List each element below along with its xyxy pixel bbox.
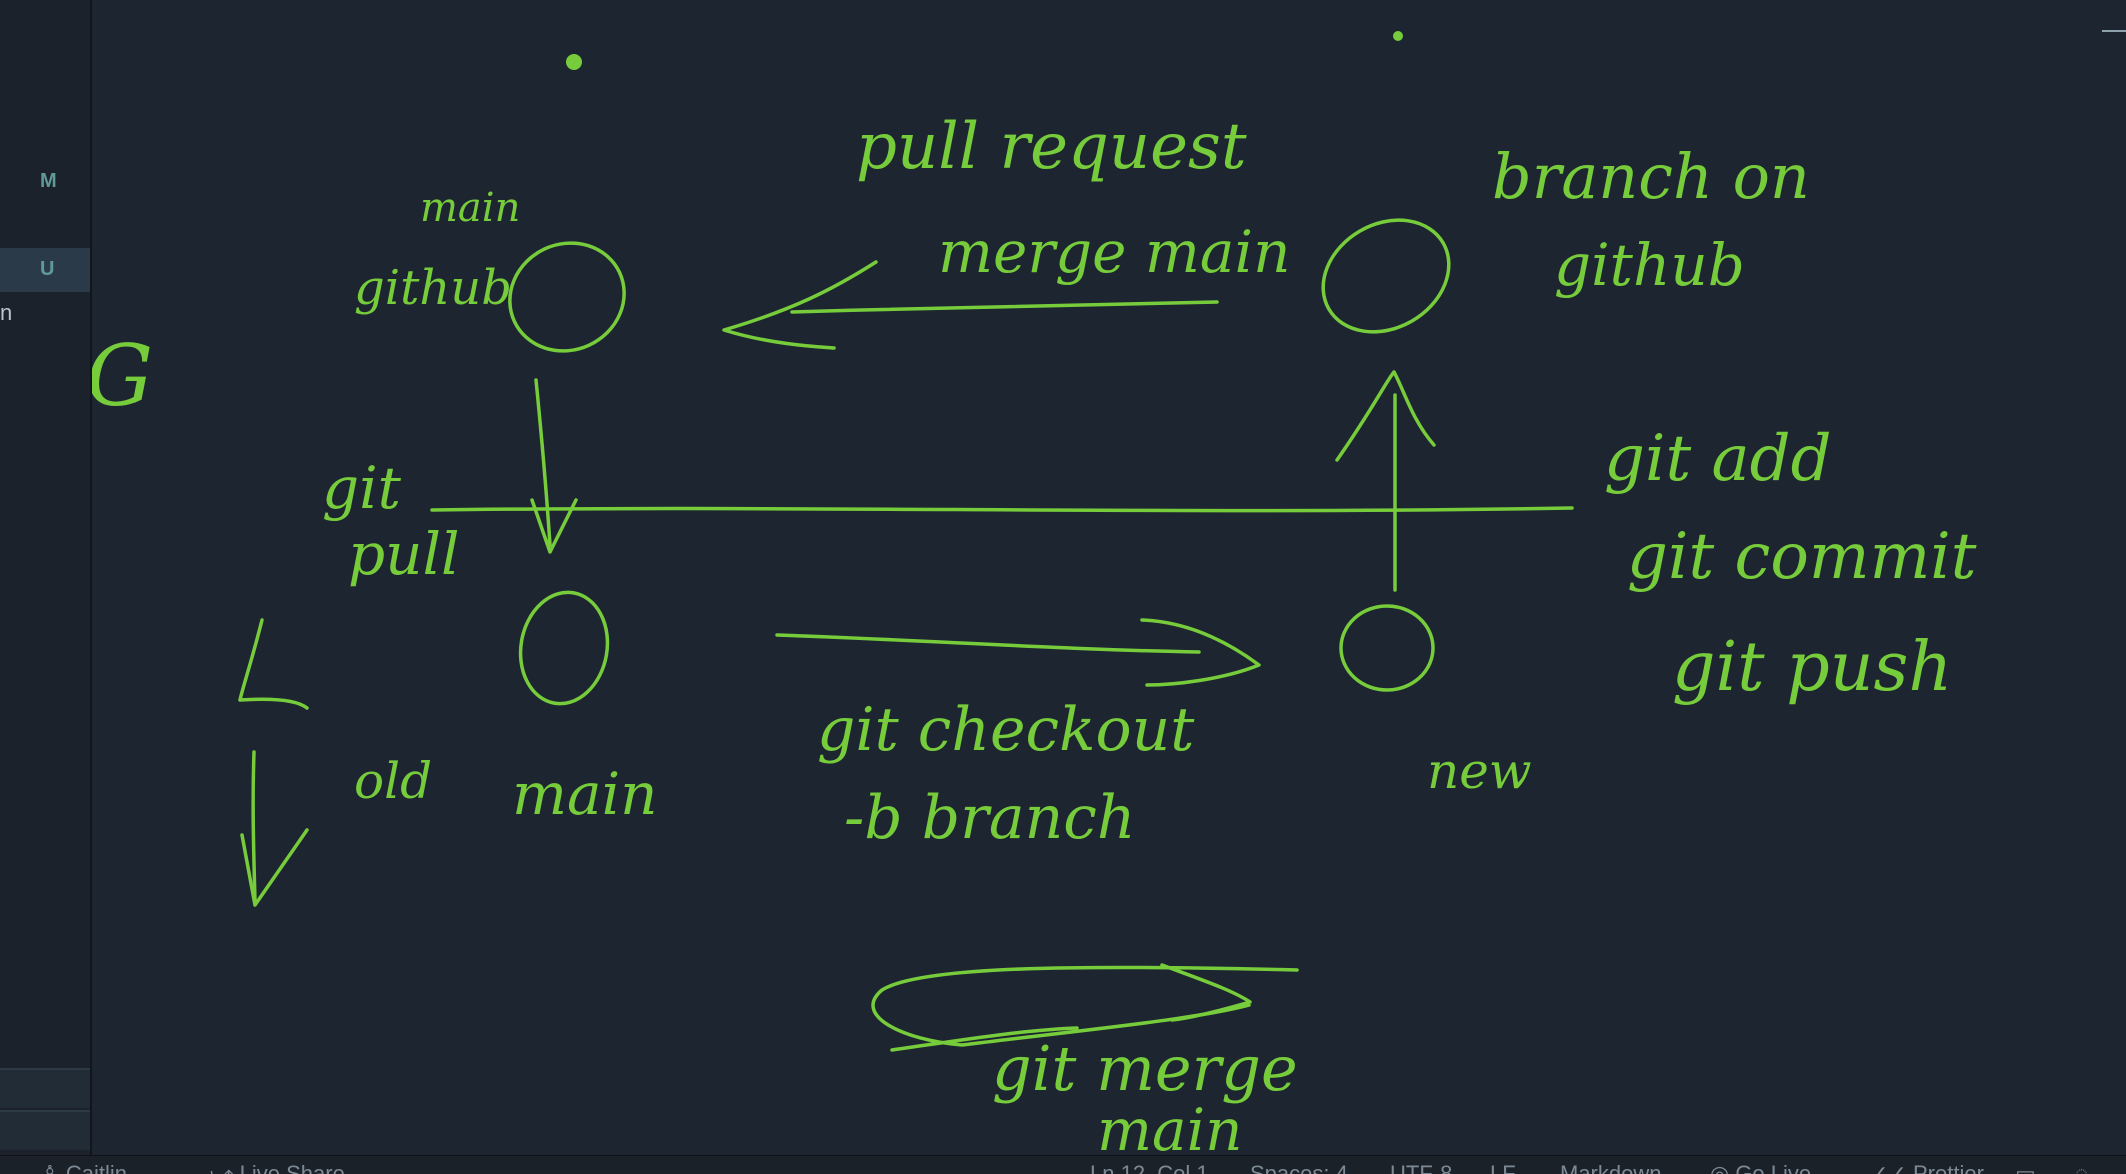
label-main-top: main [420,185,520,231]
label-git-left: git [322,454,402,522]
label-git-add: git add [1604,422,1832,496]
github-branch-circle [1321,218,1451,334]
file-item-untracked[interactable]: U n [0,248,90,325]
status-cursor-position[interactable]: Ln 12, Col 1 [1090,1161,1209,1174]
untracked-badge: U [40,258,55,280]
merge-loop-arrow-head [1160,963,1252,1022]
status-prettier[interactable]: ✓✓ Prettier [1870,1162,1984,1174]
checkout-arrow-head [1140,618,1261,687]
label-git-merge: git merge [992,1032,1298,1105]
label-merge-main: merge main [938,218,1290,286]
sidebar-panel-header-2[interactable] [0,1110,90,1150]
label-main-bottom: main [512,760,657,828]
merge-loop-arrow [871,965,1299,1047]
label-github-right: github [1554,231,1745,299]
file-name-fragment: n [0,300,13,325]
local-old-main-circle [518,590,610,706]
status-account[interactable]: ♙ Caitlin [40,1162,127,1174]
remote-local-divider [430,506,1574,513]
status-eol[interactable]: LF [1490,1161,1516,1174]
share-icon: ⤻ [210,1161,240,1174]
label-pull-request: pull request [856,110,1247,184]
pull-arrow-shaft [534,378,552,547]
label-main-merge: main [1097,1096,1242,1155]
label-branch-on: branch on [1492,140,1810,213]
whiteboard-canvas[interactable]: main github pull request merge main bran… [92,0,2126,1155]
status-go-live[interactable]: ◎ Go Live [1710,1162,1811,1174]
file-item-modified[interactable]: M [0,160,90,204]
person-icon: ♙ [40,1161,66,1174]
notifications-icon[interactable]: ◌ [2075,1161,2089,1174]
label-new: new [1427,742,1532,800]
minimize-icon[interactable] [2102,30,2126,32]
label-github-left: github [354,260,512,316]
merge-loop-underline [890,1026,1079,1052]
ink-dot [1393,31,1403,41]
status-encoding[interactable]: UTF-8 [1390,1161,1453,1174]
status-bar: ♙ Caitlin ⤻ Live Share Ln 12, Col 1 Spac… [0,1155,2126,1174]
down-arrow-shaft [251,750,257,904]
modified-badge: M [40,170,57,192]
broadcast-icon: ◎ [1710,1161,1736,1174]
label-git-checkout: git checkout [817,695,1195,765]
pull-arrow-head [530,498,578,554]
pull-request-arrow-shaft [790,300,1219,314]
label-g-letter: G [92,327,153,425]
status-live-share[interactable]: ⤻ Live Share [210,1162,345,1174]
feedback-icon[interactable]: ▭ [2015,1161,2036,1174]
label-old: old [354,752,432,810]
sketch-layer: main github pull request merge main bran… [92,31,1977,1155]
checkout-arrow-shaft [775,633,1201,654]
github-main-circle [508,241,626,353]
local-new-branch-circle [1339,604,1435,692]
sidebar-panel-header-1[interactable] [0,1068,90,1108]
label-pull: pull [348,520,460,588]
down-arrow-head [240,828,309,907]
push-arrow-head [1335,370,1436,462]
label-git-commit: git commit [1627,520,1977,594]
l-mark [238,618,309,710]
status-indentation[interactable]: Spaces: 4 [1250,1161,1348,1174]
double-check-icon: ✓✓ [1870,1161,1913,1174]
status-language[interactable]: Markdown [1560,1161,1662,1174]
pull-request-arrow-head [722,260,878,350]
explorer-sidebar: M U n [0,0,92,1155]
ink-dot [566,54,582,70]
label-git-push: git push [1672,628,1952,707]
label-b-branch: -b branch [844,783,1136,853]
